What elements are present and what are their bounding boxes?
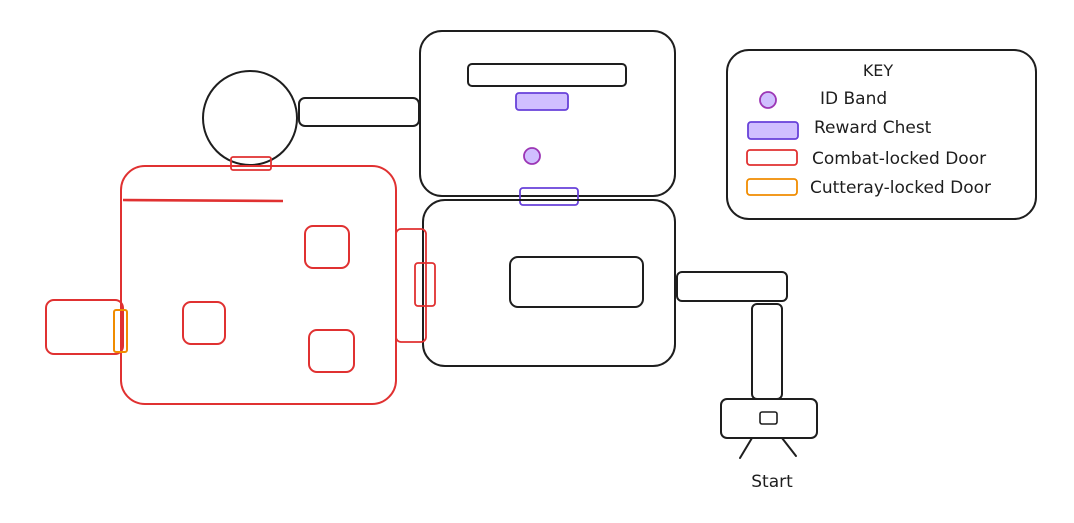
- reward-chest-icon: [747, 121, 799, 140]
- west-cutteray-door: [113, 309, 128, 353]
- start-label: Start: [751, 472, 793, 492]
- top-room: [419, 30, 676, 197]
- middle-room: [422, 199, 676, 367]
- corridor-circle-to-top-room: [298, 97, 420, 127]
- reward-chest: [515, 92, 569, 111]
- cutteray-door-icon: [746, 178, 798, 196]
- key-label-cutteray-door: Cutteray-locked Door: [810, 178, 991, 198]
- key-label-reward-chest: Reward Chest: [814, 118, 932, 138]
- combat-room-ledge: [122, 198, 284, 203]
- id-band-pickup: [523, 147, 541, 165]
- id-band-icon: [759, 91, 777, 109]
- combat-door-icon: [746, 149, 798, 166]
- corridor-middle-to-start-vertical: [751, 303, 783, 400]
- start-leg-left: [739, 437, 753, 459]
- start-platform: [720, 398, 818, 439]
- combat-middle-door-frame: [395, 228, 427, 343]
- key-panel: KEY ID Band Reward Chest Combat-locked D…: [726, 49, 1037, 220]
- circle-combat-door: [230, 156, 272, 171]
- key-label-id-band: ID Band: [820, 89, 887, 109]
- pillar-middle-left: [182, 301, 226, 345]
- start-leg-right: [781, 437, 797, 457]
- top-room-bar: [467, 63, 627, 87]
- key-box: [726, 49, 1037, 220]
- west-side-room: [45, 299, 124, 355]
- corridor-middle-to-start-horizontal: [676, 271, 788, 302]
- circular-room: [202, 70, 298, 166]
- middle-room-block: [509, 256, 644, 308]
- start-platform-marker: [759, 411, 778, 425]
- key-label-combat-door: Combat-locked Door: [812, 149, 986, 169]
- pillar-top-right: [304, 225, 350, 269]
- key-title: KEY: [863, 61, 894, 80]
- pillar-bottom-right: [308, 329, 355, 373]
- combat-middle-door: [414, 262, 436, 307]
- top-middle-door: [519, 187, 579, 206]
